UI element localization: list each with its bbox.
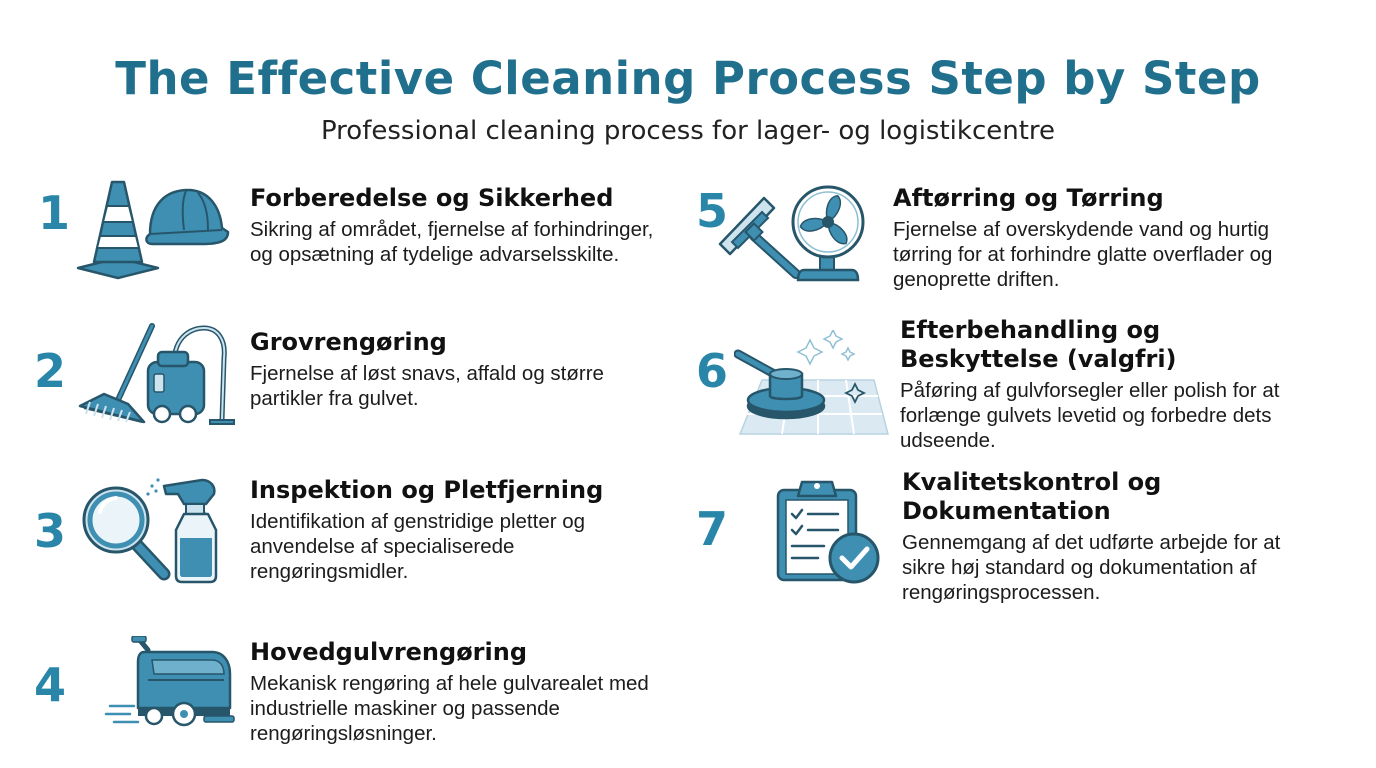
step-description: Påføring af gulvforsegler eller polish f… <box>900 379 1280 452</box>
page-title: The Effective Cleaning Process Step by S… <box>115 52 1261 105</box>
fan-icon <box>791 185 865 282</box>
step-text: Kvalitetskontrol og Dokumentation Gennem… <box>902 468 1312 605</box>
step-description: Gennemgang af det udførte arbejde for at… <box>902 531 1281 604</box>
floor-polisher-icon <box>734 330 889 435</box>
step-text: Aftørring og Tørring Fjernelse af oversk… <box>893 184 1313 292</box>
step-title: Hovedgulvrengøring <box>250 638 528 666</box>
step-title: Forberedelse og Sikkerhed <box>250 184 614 212</box>
clipboard-check-icon <box>776 480 880 584</box>
step-title: Grovrengøring <box>250 328 447 356</box>
floor-scrubber-icon <box>104 636 235 727</box>
traffic-cone-icon <box>76 180 160 280</box>
step-description: Identifikation af genstridige pletter og… <box>250 510 586 583</box>
step-number: 6 <box>696 344 729 398</box>
hard-hat-icon <box>145 188 230 246</box>
squeegee-icon <box>718 196 801 279</box>
step-title: Aftørring og Tørring <box>893 184 1164 212</box>
step-number: 7 <box>696 502 729 556</box>
page-subtitle: Professional cleaning process for lager-… <box>320 116 1056 146</box>
step-number: 4 <box>34 658 67 712</box>
step-description: Mekanisk rengøring af hele gulvarealet m… <box>250 672 649 745</box>
step-text: Grovrengøring Fjernelse af løst snavs, a… <box>250 328 670 411</box>
step-number: 5 <box>696 184 729 238</box>
step-number: 2 <box>34 344 67 398</box>
step-title: Kvalitetskontrol og Dokumentation <box>902 468 1162 525</box>
step-description: Fjernelse af overskydende vand og hurtig… <box>893 218 1273 291</box>
spray-bottle-icon <box>146 478 218 584</box>
step-text: Hovedgulvrengøring Mekanisk rengøring af… <box>250 638 680 746</box>
magnifying-glass-icon <box>82 486 171 581</box>
step-title: Efterbehandling og Beskyttelse (valgfri) <box>900 316 1177 373</box>
step-description: Fjernelse af løst snavs, affald og størr… <box>250 362 604 410</box>
broom-icon <box>78 323 155 424</box>
step-text: Inspektion og Pletfjerning Identifikatio… <box>250 476 680 584</box>
step-title: Inspektion og Pletfjerning <box>250 476 604 504</box>
step-description: Sikring af området, fjernelse af forhind… <box>250 218 654 266</box>
step-text: Forberedelse og Sikkerhed Sikring af omr… <box>250 184 680 267</box>
vacuum-cleaner-icon <box>146 325 235 425</box>
step-number: 3 <box>34 504 67 558</box>
step-number: 1 <box>38 186 71 240</box>
step-text: Efterbehandling og Beskyttelse (valgfri)… <box>900 316 1300 453</box>
